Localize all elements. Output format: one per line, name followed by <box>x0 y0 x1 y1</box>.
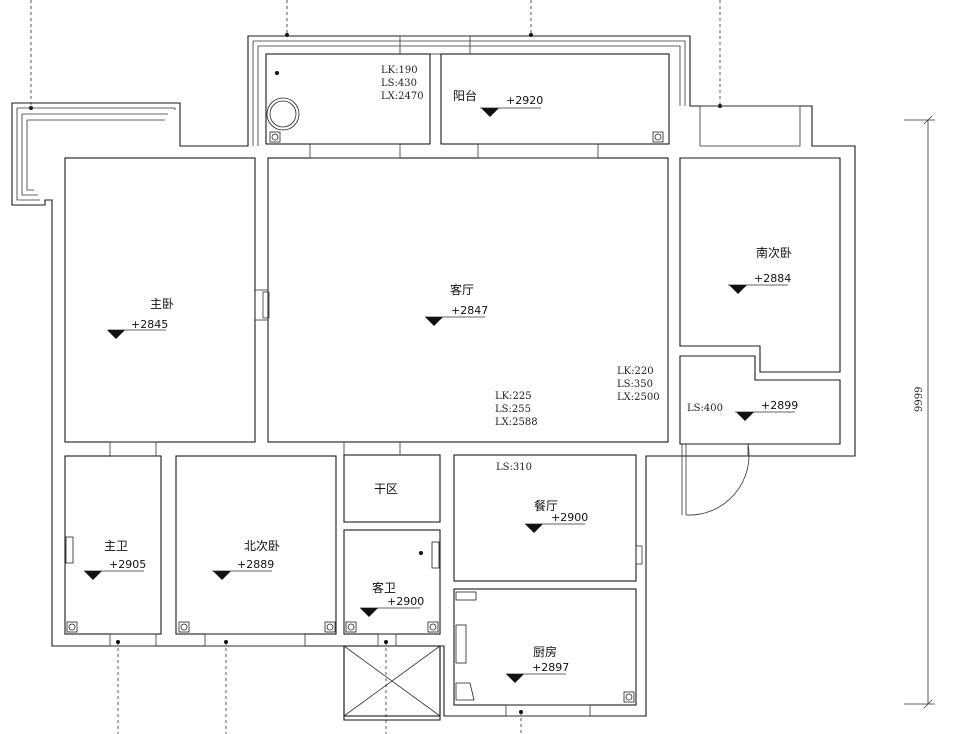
north-bedroom-label: 北次卧 <box>244 539 280 553</box>
right-lx: LX:2500 <box>617 392 660 403</box>
fixtures <box>65 71 664 703</box>
dining-ls: LS:310 <box>496 462 532 473</box>
room-labels: 主卧 +2845 客厅 +2847 阳台 +2920 南次卧 +2884 +28… <box>84 88 798 683</box>
elevation-marker <box>107 330 125 339</box>
living-lk: LK:225 <box>495 391 532 402</box>
living-room-label: 客厅 <box>450 282 474 297</box>
openings <box>109 143 750 717</box>
balcony-label: 阳台 <box>453 88 477 103</box>
elevation-marker <box>729 285 747 294</box>
overall-height-label: 9999 <box>914 387 925 412</box>
dining-room-elevation: +2900 <box>551 511 588 524</box>
guest-bath-label: 客卫 <box>372 580 396 595</box>
kitchen-label: 厨房 <box>533 644 557 659</box>
right-ls: LS:350 <box>617 379 653 390</box>
living-room-elevation: +2847 <box>451 304 488 317</box>
master-bath-label: 主卫 <box>104 539 128 553</box>
master-bedroom-elevation: +2845 <box>131 318 168 331</box>
dimension-notes: LK:190 LS:430 LX:2470 LK:225 LS:255 LX:2… <box>381 65 723 473</box>
elevation-marker <box>525 524 543 533</box>
overall-dimension: 9999 <box>904 115 935 709</box>
south-bedroom-label: 南次卧 <box>756 245 792 260</box>
outer-walls <box>11 35 856 721</box>
south-bedroom-elevation: +2884 <box>754 272 791 285</box>
corridor-ls: LS:400 <box>687 403 723 414</box>
balcony-lx: LX:2470 <box>381 91 424 102</box>
kitchen-elevation: +2897 <box>532 661 569 674</box>
elevation-marker <box>84 571 102 580</box>
elevation-marker <box>425 317 443 326</box>
corridor-elevation: +2899 <box>761 399 798 412</box>
elevation-marker <box>736 412 754 421</box>
elevation-marker <box>506 674 524 683</box>
leader-lines <box>29 0 722 734</box>
living-ls: LS:255 <box>495 404 531 415</box>
elevation-marker <box>481 108 499 117</box>
north-bedroom-elevation: +2889 <box>237 558 274 571</box>
right-lk: LK:220 <box>617 366 654 377</box>
room-walls <box>64 53 841 717</box>
master-bath-elevation: +2905 <box>109 558 146 571</box>
master-bedroom-label: 主卧 <box>150 297 174 311</box>
dry-zone-label: 干区 <box>374 482 398 496</box>
guest-bath-elevation: +2900 <box>387 595 424 608</box>
elevation-marker <box>360 608 378 617</box>
dining-room-label: 餐厅 <box>534 498 558 513</box>
balcony-elevation: +2920 <box>506 94 543 107</box>
living-lx: LX:2588 <box>495 417 538 428</box>
balcony-lk: LK:190 <box>381 65 418 76</box>
elevation-marker <box>213 571 231 580</box>
balcony-ls: LS:430 <box>381 78 417 89</box>
